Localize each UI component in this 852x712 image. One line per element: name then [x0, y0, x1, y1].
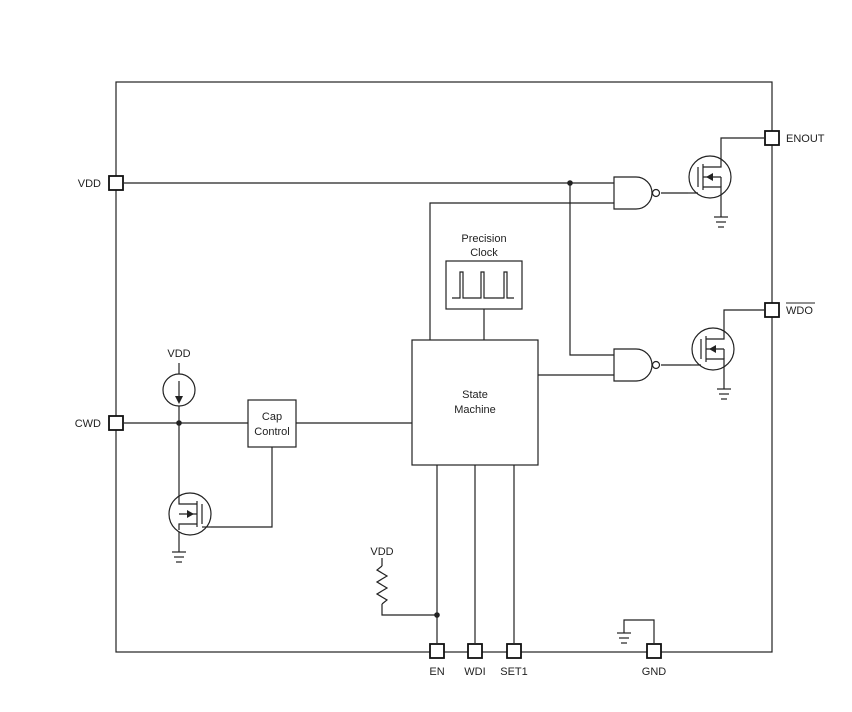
pin-set1-label: SET1	[500, 666, 528, 678]
precision-clock-block	[445, 260, 523, 310]
pin-wdi-label: WDI	[464, 666, 485, 678]
pin-enout[interactable]	[764, 130, 780, 146]
cap-control-block	[247, 399, 297, 448]
mosfet-cwd-discharge	[168, 492, 212, 536]
pin-cwd-label: CWD	[75, 418, 101, 430]
precision-clock-label-line2: Clock	[470, 247, 498, 259]
current-source	[162, 373, 196, 407]
cap-control-label-line2: Control	[254, 426, 289, 438]
pin-en[interactable]	[429, 643, 445, 659]
current-source-vdd-label: VDD	[167, 348, 190, 360]
pin-gnd[interactable]	[646, 643, 662, 659]
pin-en-label: EN	[429, 666, 444, 678]
ground-symbol-wdo-fet	[717, 388, 731, 400]
pullup-vdd-label: VDD	[370, 546, 393, 558]
pin-wdi[interactable]	[467, 643, 483, 659]
pin-vdd-label: VDD	[78, 178, 101, 190]
pin-set1[interactable]	[506, 643, 522, 659]
pin-wdo[interactable]	[764, 302, 780, 318]
mosfet-wdo	[691, 327, 735, 371]
ground-symbol-enout-fet	[714, 216, 728, 228]
pin-cwd[interactable]	[108, 415, 124, 431]
nand-gate-wdo	[613, 348, 661, 382]
pin-enout-label: ENOUT	[786, 133, 825, 145]
ground-symbol-cwd-fet	[172, 551, 186, 563]
precision-clock-label-line1: Precision	[461, 233, 506, 245]
pin-gnd-label: GND	[642, 666, 667, 678]
nand-gate-enout	[613, 176, 661, 210]
state-machine-label-line1: State	[462, 389, 488, 401]
pin-vdd[interactable]	[108, 175, 124, 191]
pin-wdo-label: WDO	[786, 305, 813, 317]
ground-symbol-gnd-pin	[617, 632, 631, 644]
mosfet-enout	[688, 155, 732, 199]
state-machine-block	[411, 339, 539, 466]
cap-control-label-line1: Cap	[262, 411, 282, 423]
state-machine-label-line2: Machine	[454, 404, 496, 416]
